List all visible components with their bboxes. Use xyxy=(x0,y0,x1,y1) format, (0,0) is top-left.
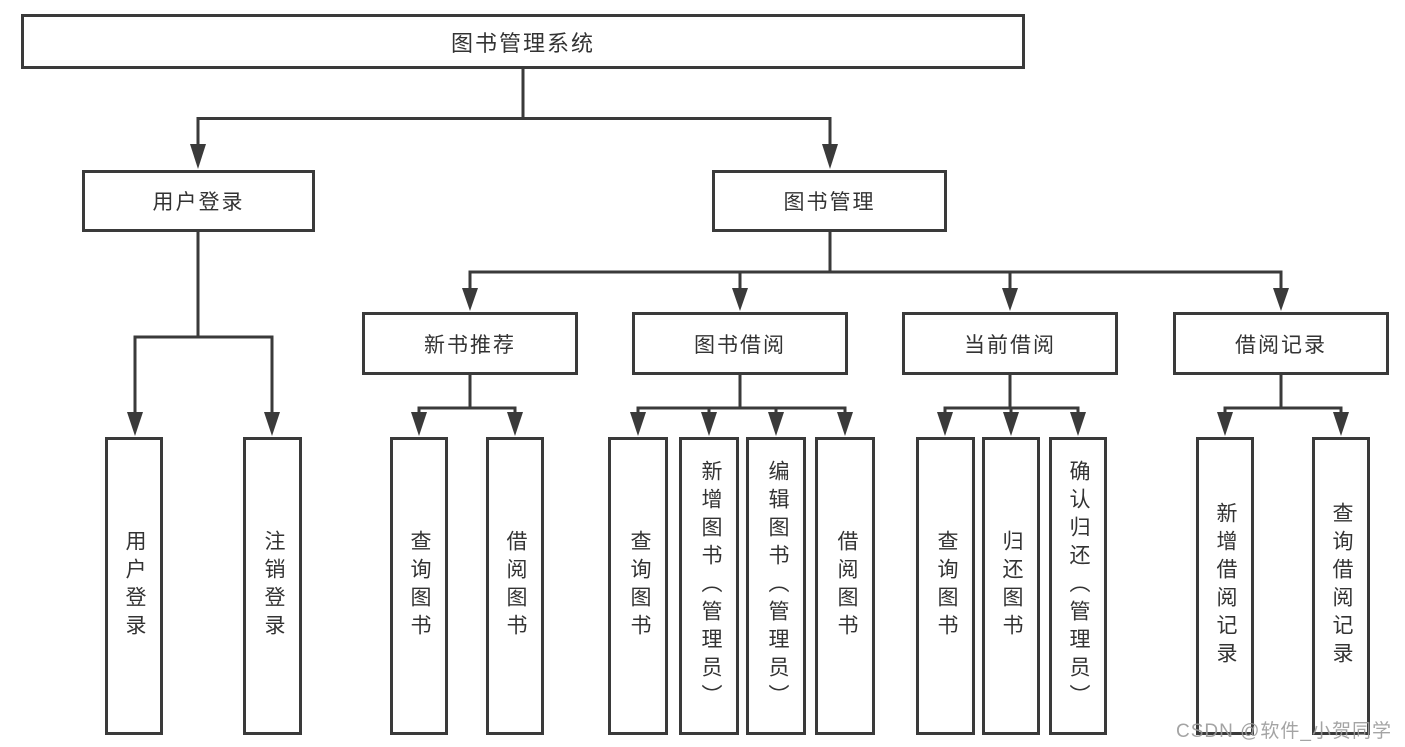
leaf-edit-books-admin: 编辑图书（管理员） xyxy=(746,437,806,735)
connector-book-management-children xyxy=(468,232,1283,290)
arrowheads-user-login-children xyxy=(127,412,280,436)
arrowheads-new-book-children xyxy=(411,412,523,436)
node-root-system: 图书管理系统 xyxy=(21,14,1025,69)
leaf-add-borrow-record: 新增借阅记录 xyxy=(1196,437,1254,735)
leaf-query-books-1: 查询图书 xyxy=(390,437,448,735)
node-new-book-recommend: 新书推荐 xyxy=(362,312,578,375)
leaf-confirm-return-admin: 确认归还（管理员） xyxy=(1049,437,1107,735)
arrowheads-book-borrow-children xyxy=(630,412,853,436)
leaf-return-books: 归还图书 xyxy=(982,437,1040,735)
leaf-logout: 注销登录 xyxy=(243,437,302,735)
connector-borrow-records-children xyxy=(1223,375,1343,414)
connector-user-login-children xyxy=(133,232,274,414)
arrowheads-root-to-level2 xyxy=(190,144,838,169)
node-user-login: 用户登录 xyxy=(82,170,315,232)
leaf-borrow-books-1: 借阅图书 xyxy=(486,437,544,735)
connector-new-book-children xyxy=(417,375,517,414)
connector-book-borrow-children xyxy=(636,375,847,414)
arrowheads-borrow-records-children xyxy=(1217,412,1349,436)
node-book-management: 图书管理 xyxy=(712,170,947,232)
leaf-borrow-books-2: 借阅图书 xyxy=(815,437,875,735)
leaf-user-login: 用户登录 xyxy=(105,437,163,735)
arrowheads-current-borrow-children xyxy=(937,412,1086,436)
node-current-borrow: 当前借阅 xyxy=(902,312,1118,375)
leaf-query-borrow-record: 查询借阅记录 xyxy=(1312,437,1370,735)
node-borrow-records: 借阅记录 xyxy=(1173,312,1389,375)
connector-current-borrow-children xyxy=(943,375,1080,414)
connector-root-to-level2 xyxy=(196,68,832,146)
leaf-query-books-2: 查询图书 xyxy=(608,437,668,735)
leaf-add-books-admin: 新增图书（管理员） xyxy=(679,437,739,735)
arrowheads-book-management-children xyxy=(462,288,1289,311)
csdn-watermark: CSDN @软件_小贺同学 xyxy=(1176,721,1392,742)
node-book-borrow: 图书借阅 xyxy=(632,312,848,375)
leaf-query-books-3: 查询图书 xyxy=(916,437,975,735)
